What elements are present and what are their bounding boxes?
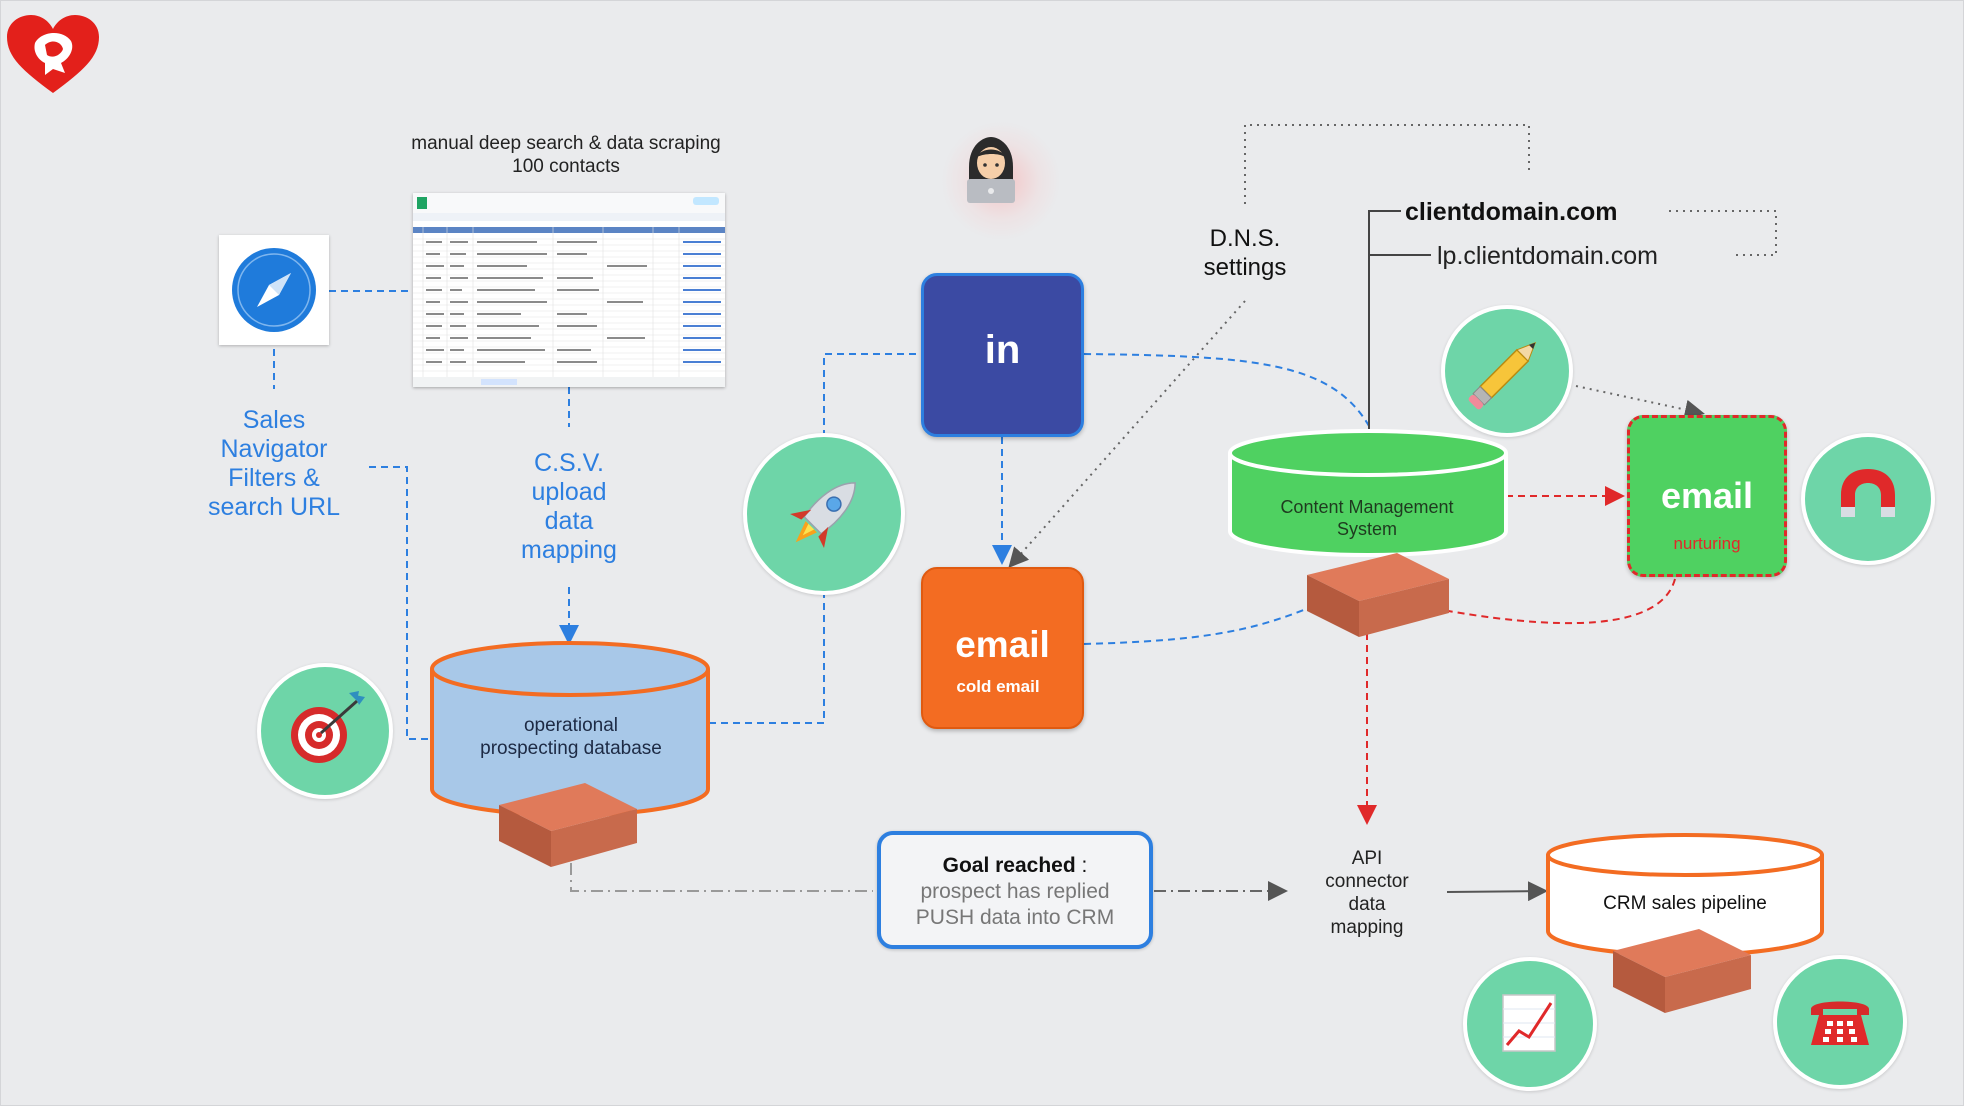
crm-cylinder[interactable] bbox=[1545, 831, 1825, 959]
goal-title-row: Goal reached : bbox=[881, 853, 1149, 878]
goal-colon: : bbox=[1075, 854, 1088, 877]
dns-line-1: D.N.S. bbox=[1209, 225, 1281, 252]
cms-cylinder[interactable] bbox=[1227, 427, 1509, 559]
compass-tile[interactable] bbox=[219, 235, 329, 345]
telephone-circle[interactable] bbox=[1773, 955, 1907, 1089]
landing-page-domain: lp.clientdomain.com bbox=[1437, 242, 1658, 270]
woman-laptop-icon bbox=[967, 137, 1015, 203]
dns-line-2: settings bbox=[1203, 253, 1287, 281]
csv-upload-label: C.S.V. upload data mapping bbox=[499, 449, 639, 565]
dns-settings-label: D.N.S. settings bbox=[1165, 225, 1325, 283]
operational-database-label: operational prospecting database bbox=[441, 715, 701, 761]
target-circle[interactable] bbox=[257, 663, 393, 799]
api-line-4: mapping bbox=[1330, 917, 1404, 938]
csv-line-3: data bbox=[544, 507, 594, 535]
nurturing-email-subtitle: nurturing bbox=[1673, 534, 1741, 553]
cold-email-title: email bbox=[955, 624, 1050, 665]
nurturing-email-box[interactable]: email nurturing bbox=[1627, 415, 1787, 577]
scraping-caption-line-1: manual deep search & data scraping bbox=[411, 133, 721, 154]
cold-email-subtitle: cold email bbox=[956, 677, 1040, 696]
rocket-circle[interactable] bbox=[743, 433, 905, 595]
goal-reached-box[interactable]: Goal reached : prospect has replied PUSH… bbox=[877, 831, 1153, 949]
linkedin-box[interactable]: in bbox=[921, 273, 1084, 437]
target-icon bbox=[291, 691, 365, 763]
chart-icon bbox=[1502, 994, 1556, 1052]
cms-line-1: Content Management bbox=[1280, 497, 1454, 517]
heart-lion-logo bbox=[7, 15, 99, 93]
api-line-3: data bbox=[1348, 894, 1386, 915]
spreadsheet-icon bbox=[413, 193, 725, 387]
api-line-1: API bbox=[1351, 848, 1383, 869]
crm-label: CRM sales pipeline bbox=[1603, 893, 1767, 914]
chart-circle[interactable] bbox=[1463, 957, 1597, 1091]
cms-label: Content Management System bbox=[1237, 497, 1497, 540]
pencil-icon bbox=[1468, 341, 1537, 410]
goal-line-3: PUSH data into CRM bbox=[915, 906, 1115, 929]
rocket-icon bbox=[790, 482, 856, 548]
magnet-circle[interactable] bbox=[1801, 433, 1935, 565]
goal-line-2: prospect has replied bbox=[920, 880, 1110, 903]
cold-email-box[interactable]: email cold email bbox=[921, 567, 1084, 729]
cms-brick-icon bbox=[1307, 553, 1449, 637]
cms-line-2: System bbox=[1336, 518, 1397, 539]
op-db-line-2: prospecting database bbox=[480, 737, 662, 759]
api-line-2: connector bbox=[1325, 871, 1409, 892]
sales-navigator-label: Sales Navigator Filters & search URL bbox=[184, 406, 364, 522]
crm-brick-icon bbox=[1613, 929, 1751, 1013]
op-db-line-1: operational bbox=[523, 715, 619, 736]
pencil-circle[interactable] bbox=[1441, 305, 1573, 437]
sales-nav-line-4: search URL bbox=[208, 493, 340, 521]
telephone-icon bbox=[1811, 1001, 1869, 1045]
sales-nav-line-2: Navigator bbox=[220, 435, 328, 463]
goal-title: Goal reached bbox=[942, 854, 1076, 877]
csv-line-2: upload bbox=[531, 478, 607, 506]
operational-database-cylinder[interactable] bbox=[429, 639, 713, 819]
scraping-caption-line-2: 100 contacts bbox=[512, 155, 620, 177]
api-connector-label: API connector data mapping bbox=[1297, 847, 1437, 939]
nurturing-email-title: email bbox=[1660, 475, 1754, 516]
scraping-caption: manual deep search & data scraping 100 c… bbox=[371, 133, 761, 179]
compass-icon bbox=[232, 248, 316, 332]
magnet-icon bbox=[1841, 469, 1895, 517]
database-brick-icon bbox=[499, 783, 637, 867]
linkedin-label: in bbox=[984, 328, 1021, 372]
csv-line-4: mapping bbox=[521, 536, 617, 564]
csv-line-1: C.S.V. bbox=[534, 449, 604, 477]
sales-nav-line-1: Sales bbox=[242, 406, 306, 434]
primary-domain: clientdomain.com bbox=[1405, 198, 1618, 226]
spreadsheet-thumbnail[interactable] bbox=[413, 193, 725, 387]
sales-nav-line-3: Filters & bbox=[228, 464, 320, 492]
